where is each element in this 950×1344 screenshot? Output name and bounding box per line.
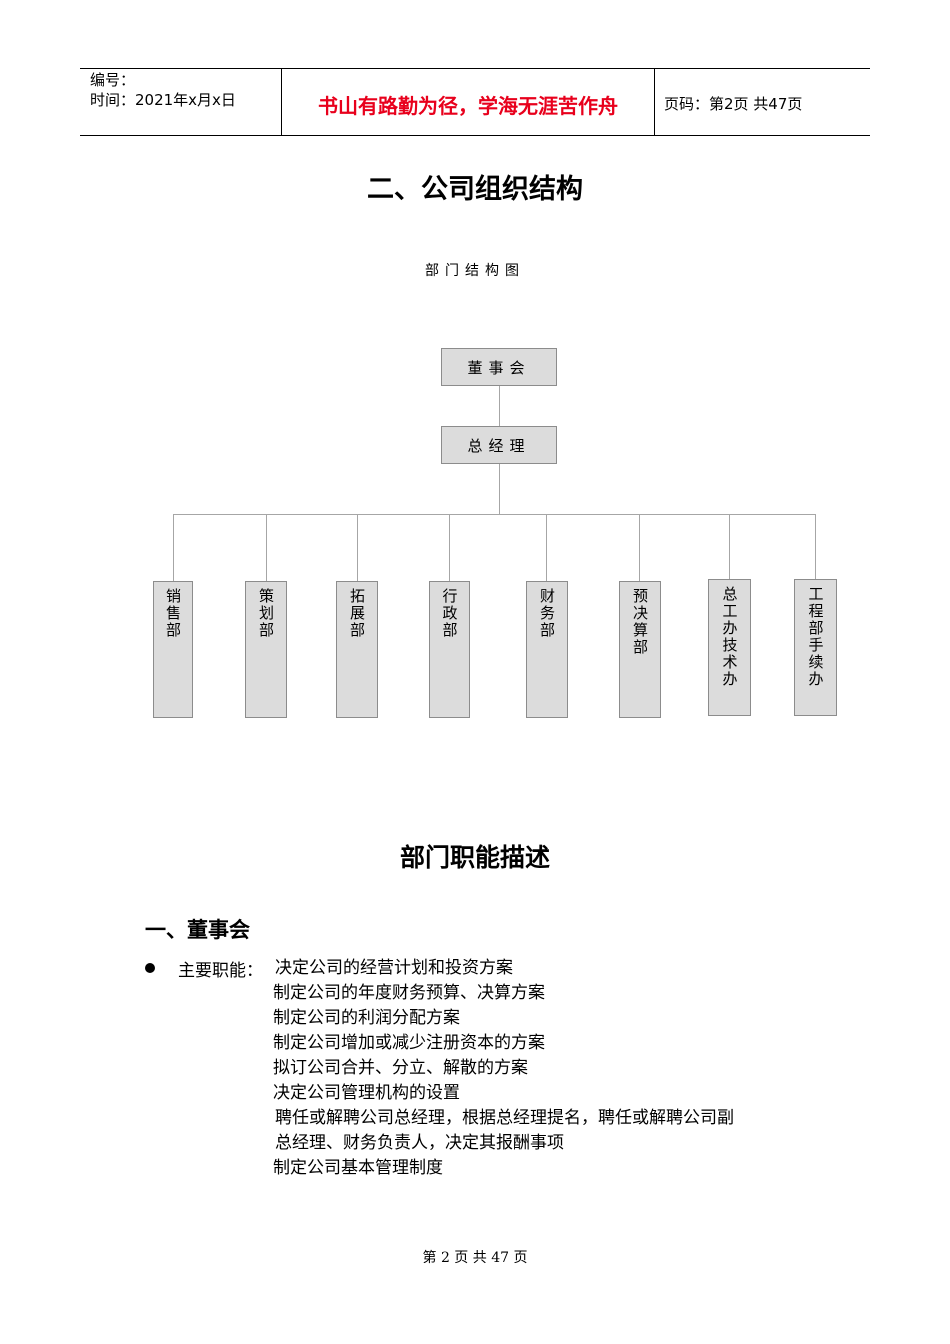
page-footer: 第 2 页 共 47 页 (422, 1250, 528, 1266)
org-connector (499, 386, 500, 426)
duty-item: 拟订公司合并、分立、解散的方案 (273, 1058, 528, 1078)
org-node-department: 财务部 (526, 581, 568, 718)
doc-time-label: 时间：2021年x月x日 (90, 91, 236, 109)
org-node-label: 董事会 (467, 358, 531, 377)
subsection-title: 一、董事会 (145, 918, 250, 942)
org-connector (546, 514, 547, 581)
org-node-label: 拓展部 (348, 588, 366, 639)
header-divider (654, 68, 655, 136)
org-node-label: 预决算部 (631, 588, 649, 656)
org-chart-title: 部门结构图 (425, 263, 525, 279)
org-node-department: 销售部 (153, 581, 193, 718)
org-node-department: 行政部 (429, 581, 470, 718)
org-connector (266, 514, 267, 581)
duty-item: 聘任或解聘公司总经理，根据总经理提名，聘任或解聘公司副 (275, 1108, 734, 1128)
org-node-gm: 总经理 (441, 426, 557, 464)
org-node-label: 总经理 (467, 436, 531, 455)
org-node-label: 行政部 (440, 588, 459, 639)
org-connector (815, 514, 816, 579)
org-node-department: 拓展部 (336, 581, 378, 718)
org-connector (729, 514, 730, 579)
page-title: 二、公司组织结构 (367, 174, 583, 205)
bullet-icon (145, 963, 155, 973)
duty-item: 决定公司的经营计划和投资方案 (275, 958, 513, 978)
duty-item: 决定公司管理机构的设置 (273, 1083, 460, 1103)
org-node-department: 工程部手续办 (794, 579, 837, 716)
org-connector (639, 514, 640, 581)
header-bottom-rule (80, 135, 870, 136)
org-connector (449, 514, 450, 581)
org-node-label: 总工办技术办 (720, 586, 739, 688)
duty-item: 制定公司基本管理制度 (273, 1158, 443, 1178)
org-connector (357, 514, 358, 581)
org-node-department: 预决算部 (619, 581, 661, 718)
org-node-board: 董事会 (441, 348, 557, 386)
section-title: 部门职能描述 (399, 843, 550, 872)
header-top-rule (80, 68, 870, 69)
header-motto: 书山有路勤为径，学海无涯苦作舟 (318, 94, 618, 118)
duty-item: 制定公司增加或减少注册资本的方案 (273, 1033, 545, 1053)
header-divider (281, 68, 282, 136)
org-node-label: 工程部手续办 (806, 586, 825, 688)
org-node-department: 策划部 (245, 581, 287, 718)
org-connector (173, 514, 174, 581)
doc-number-label: 编号： (90, 71, 136, 89)
duty-item: 制定公司的年度财务预算、决算方案 (273, 983, 545, 1003)
org-connector (499, 464, 500, 514)
org-node-label: 财务部 (538, 588, 556, 639)
duty-label: 主要职能： (178, 961, 263, 981)
duty-item: 总经理、财务负责人，决定其报酬事项 (275, 1133, 564, 1153)
org-node-label: 销售部 (164, 588, 182, 639)
duty-item: 制定公司的利润分配方案 (273, 1008, 460, 1028)
header-page-number: 页码：第2页 共47页 (664, 95, 803, 113)
org-node-department: 总工办技术办 (708, 579, 751, 716)
org-connector-horizontal (173, 514, 816, 515)
org-node-label: 策划部 (257, 588, 275, 639)
header-meta: 编号： 时间：2021年x月x日 (90, 70, 236, 110)
